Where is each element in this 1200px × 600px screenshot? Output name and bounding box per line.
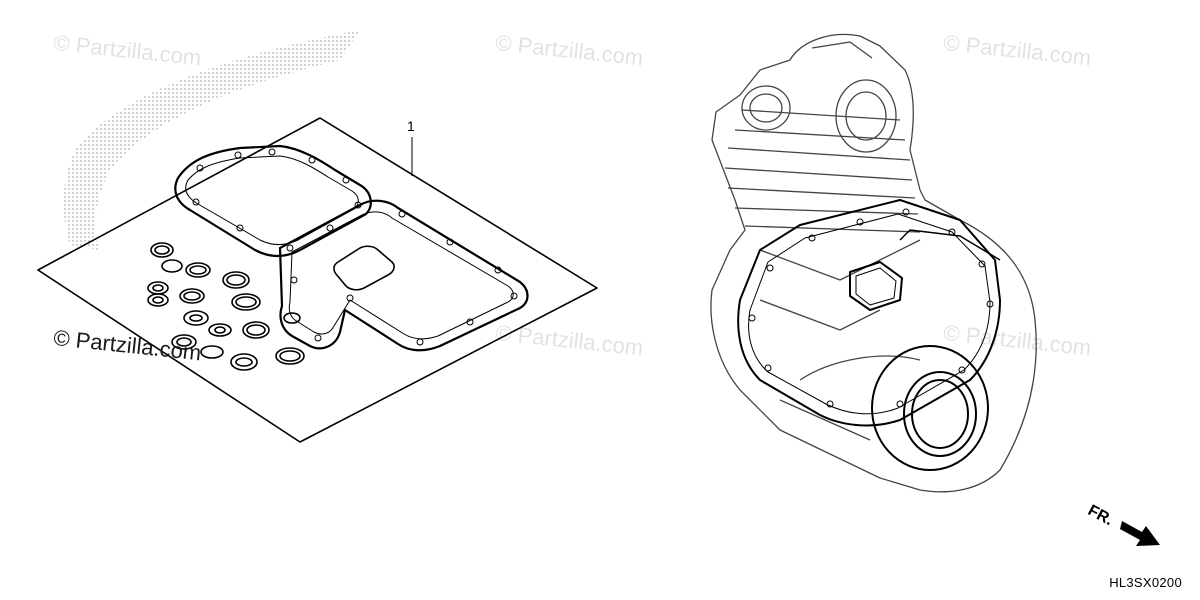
gasket-kit — [37, 30, 598, 443]
cover-gasket — [333, 245, 395, 291]
upper-gasket — [174, 144, 372, 258]
lower-gasket — [278, 199, 529, 352]
bolt-holes — [192, 148, 518, 346]
clutch-seal-inner — [911, 379, 969, 449]
engine-cover-gasket — [737, 199, 1001, 427]
engine-outline — [710, 33, 1037, 493]
engine-bolt-holes — [748, 208, 994, 408]
callout-number-1: 1 — [407, 118, 415, 134]
clutch-seal-mid — [903, 371, 977, 457]
engine-small-gasket — [849, 261, 903, 311]
kit-shading — [63, 30, 360, 250]
clutch-seal-outer — [871, 345, 989, 471]
o-rings — [147, 242, 305, 371]
engine-inner-gasket — [748, 213, 991, 415]
front-arrow-icon — [1120, 521, 1160, 546]
kit-sheet — [37, 117, 598, 443]
diagram-code: HL3SX0200 — [1109, 575, 1182, 590]
